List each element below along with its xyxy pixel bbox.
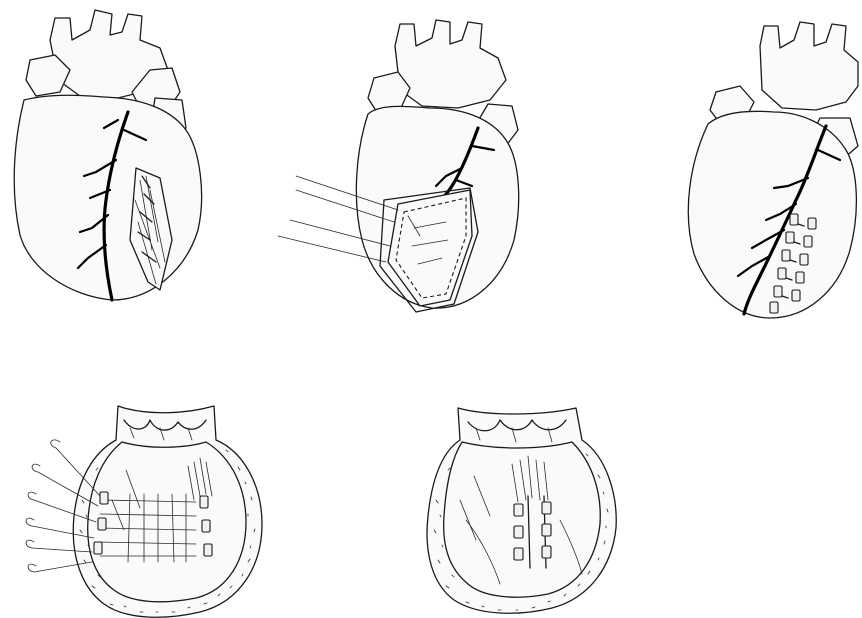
ventricle-cavity [444, 442, 601, 597]
panel-4-ventricle-sutured-patch [26, 406, 262, 617]
panel-5-ventricle-repair-complete [427, 408, 616, 613]
panel-1-heart-infarct-incision [14, 10, 201, 300]
ventricle-cavity [88, 442, 246, 602]
heart-body [688, 111, 856, 318]
aorta-arch [760, 22, 858, 110]
panel-3-heart-closed-pledgets [688, 22, 858, 318]
aorta-arch [395, 20, 506, 108]
panel-2-heart-patch-stay-sutures [278, 20, 519, 312]
